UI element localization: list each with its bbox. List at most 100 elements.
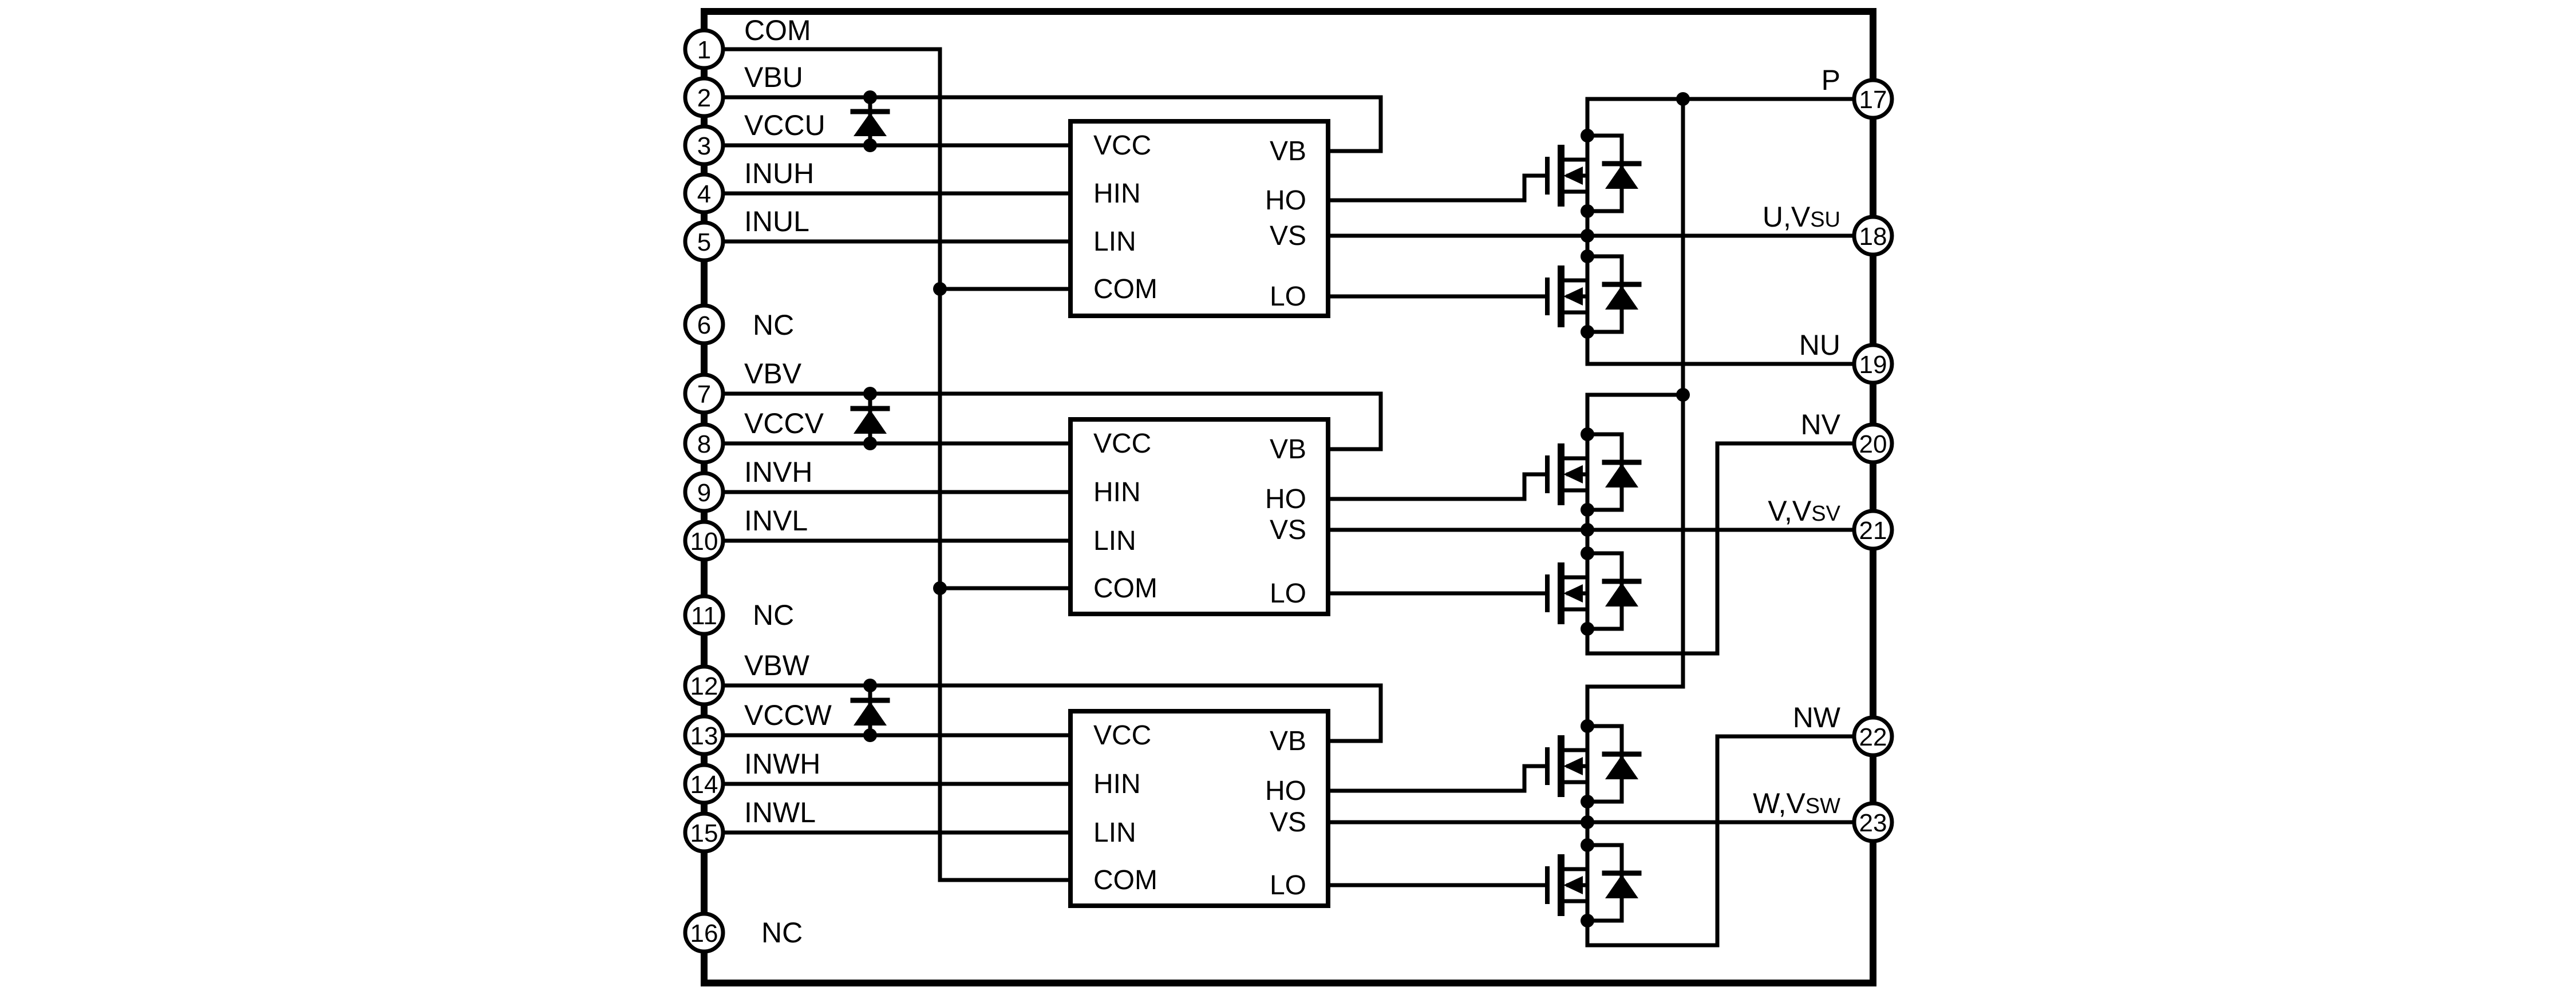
- pin-number: 21: [1859, 517, 1887, 545]
- net-label-vbu: VBU: [744, 61, 803, 93]
- net-bridge-v-nv: [1585, 393, 1875, 656]
- pin-number: 18: [1859, 223, 1887, 251]
- junction-dot: [863, 437, 877, 450]
- pin-number: 23: [1859, 809, 1887, 837]
- right-pins: 17 18 19 20 21 22 23: [1852, 78, 1894, 843]
- net-label-nv: NV: [1801, 409, 1841, 441]
- mosfet-body-arrow-icon: [1563, 287, 1583, 306]
- pin-9: 9: [683, 471, 725, 513]
- junction-dot: [1581, 719, 1594, 733]
- pin-number: 16: [690, 919, 718, 948]
- mosfet-u-low: [1545, 249, 1642, 339]
- pin-number: 3: [697, 132, 711, 160]
- pin-14: 14: [683, 763, 725, 805]
- junction-dot: [1581, 204, 1594, 218]
- junction-dot: [863, 728, 877, 742]
- driver-block-v: VCC HIN LIN COM VB HO VS LO: [1068, 417, 1330, 616]
- driver-pin-label: HIN: [1093, 769, 1141, 799]
- junction-dot: [1581, 622, 1594, 636]
- pin-circle: [683, 76, 725, 118]
- driver-pin-label: VB: [1270, 434, 1306, 465]
- pin-1: 1: [683, 28, 725, 70]
- pin-23: 23: [1852, 801, 1894, 843]
- mosfet-v-high: [1545, 427, 1642, 517]
- net-label-nc-11: NC: [753, 599, 794, 631]
- pin-6: 6: [683, 303, 725, 346]
- net-label-p: P: [1822, 64, 1840, 96]
- junction-dot: [1581, 838, 1594, 852]
- junction-dots: [933, 92, 1690, 829]
- pin-number: 12: [690, 672, 718, 700]
- driver-pin-label: LO: [1270, 870, 1306, 901]
- net-label-inwl: INWL: [744, 796, 816, 829]
- junction-dot: [863, 90, 877, 104]
- net-bridge-u-nu: [1585, 97, 1875, 366]
- driver-pin-label: VS: [1270, 807, 1306, 838]
- diode-triangle: [854, 410, 887, 434]
- driver-pin-label: HIN: [1093, 477, 1141, 508]
- net-vbu: [702, 95, 1383, 153]
- mosfet-body-arrow-icon: [1563, 465, 1583, 483]
- net-vbw: [702, 683, 1383, 743]
- pin-11: 11: [683, 594, 725, 636]
- pin-circle: [683, 763, 725, 805]
- junction-dot: [933, 581, 947, 595]
- junction-dot: [933, 282, 947, 296]
- driver-pin-label: LO: [1270, 282, 1306, 312]
- bootstrap-diode-u: [850, 90, 890, 152]
- pin-18: 18: [1852, 215, 1894, 257]
- driver-pin-label: HO: [1265, 776, 1306, 806]
- bootstrap-diode-w: [850, 679, 890, 742]
- pin-circle: [683, 594, 725, 636]
- pin-20: 20: [1852, 422, 1894, 465]
- pin-number: 9: [697, 479, 711, 507]
- pin-7: 7: [683, 372, 725, 415]
- pin-number: 10: [690, 528, 718, 556]
- body-diode-triangle: [1605, 286, 1638, 310]
- body-diode-triangle: [1605, 582, 1638, 607]
- pin-21: 21: [1852, 509, 1894, 551]
- pin-13: 13: [683, 714, 725, 756]
- pin-number: 7: [697, 380, 711, 409]
- pin-circle: [683, 372, 725, 415]
- pin-circle: [683, 124, 725, 167]
- net-label-inul: INUL: [744, 205, 809, 237]
- left-net-labels: COM VBU VCCU INUH INUL NC VBV VCCV INVH …: [744, 14, 832, 949]
- net-label-invh: INVH: [744, 456, 812, 488]
- mosfet-body-arrow-icon: [1563, 167, 1583, 185]
- pin-number: 11: [691, 602, 717, 630]
- junction-dot: [1581, 546, 1594, 560]
- net-vbv: [702, 391, 1383, 451]
- driver-pin-label: VS: [1270, 221, 1306, 251]
- pin-number: 20: [1859, 430, 1887, 458]
- diode-triangle: [854, 701, 887, 726]
- net-label-com: COM: [744, 14, 811, 46]
- junction-dot: [1581, 503, 1594, 517]
- bootstrap-diode-v: [850, 387, 890, 450]
- body-diode-triangle: [1605, 165, 1638, 189]
- driver-pin-label: VB: [1270, 136, 1306, 167]
- body-diode-triangle: [1605, 463, 1638, 487]
- pin-circle: [683, 303, 725, 346]
- net-label-nc-6: NC: [753, 309, 794, 341]
- pin-number: 4: [697, 180, 711, 208]
- junction-dot: [1581, 815, 1594, 829]
- junction-dot: [1581, 523, 1594, 537]
- pin-circle: [683, 664, 725, 707]
- pin-12: 12: [683, 664, 725, 707]
- net-label-main: V,V: [1768, 495, 1812, 527]
- pin-4: 4: [683, 172, 725, 215]
- net-label-invl: INVL: [744, 505, 808, 537]
- junction-dot: [1581, 914, 1594, 927]
- mosfet-w-high: [1545, 719, 1642, 808]
- mosfet-body-arrow-icon: [1563, 584, 1583, 602]
- pin-circle: [1852, 509, 1894, 551]
- net-label-vccw: VCCW: [744, 699, 832, 731]
- junction-dot: [863, 679, 877, 692]
- driver-block-w: VCC HIN LIN COM VB HO VS LO: [1068, 709, 1330, 908]
- net-label-vbw: VBW: [744, 649, 810, 681]
- net-label-w-vsw: W,VSW: [1753, 787, 1840, 819]
- net-label-inwh: INWH: [744, 748, 820, 780]
